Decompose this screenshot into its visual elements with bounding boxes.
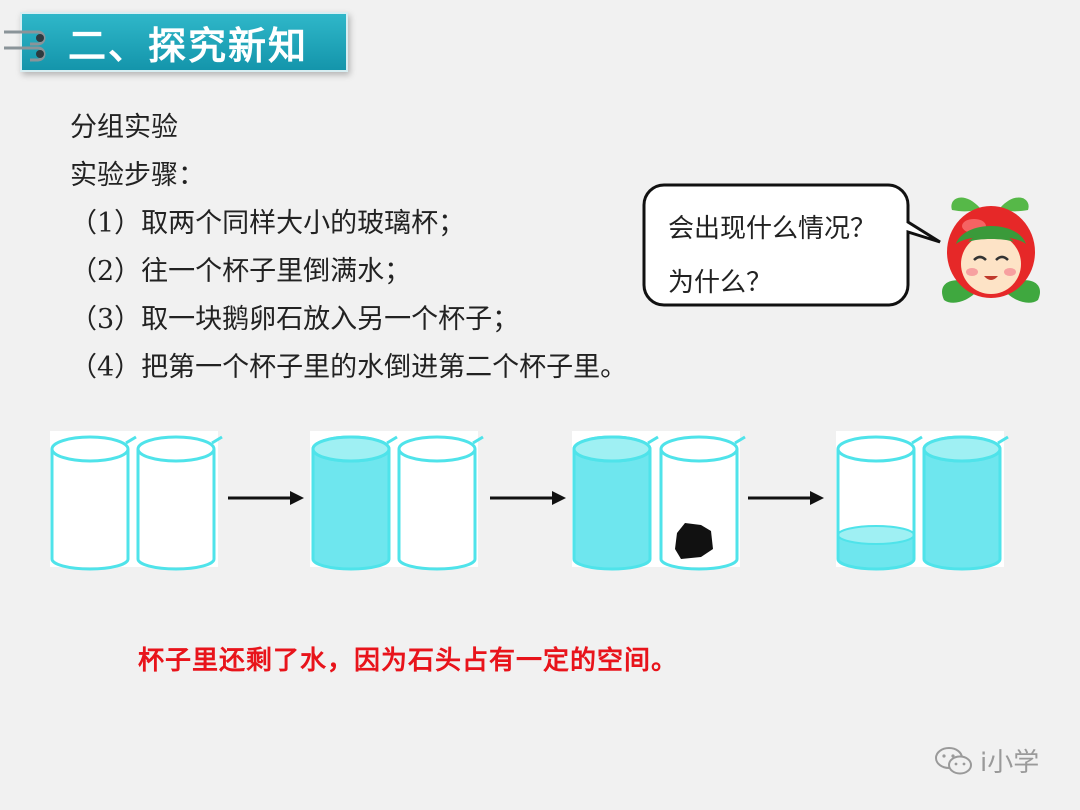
- bubble-line-2: 为什么？: [668, 268, 773, 298]
- stage-1: [50, 431, 224, 571]
- lesson-text: 分组实验 实验步骤： （1）取两个同样大小的玻璃杯； （2）往一个杯子里倒满水；…: [70, 104, 627, 392]
- steps-label: 实验步骤：: [70, 160, 205, 191]
- section-header: 二、探究新知: [20, 12, 348, 72]
- watermark: i小学: [934, 742, 1039, 779]
- arrow-icon: [228, 491, 304, 505]
- stage-2: [310, 431, 485, 571]
- watermark-text: i小学: [980, 748, 1040, 778]
- stage-4: [836, 431, 1010, 571]
- experiment-illustration: [50, 431, 1010, 571]
- step-2: （2）往一个杯子里倒满水；: [70, 256, 412, 287]
- step-3: （3）取一块鹅卵石放入另一个杯子；: [70, 304, 520, 335]
- cup-little-water: [836, 435, 924, 571]
- bubble-line-1: 会出现什么情况？: [668, 214, 877, 244]
- speech-bubble: 会出现什么情况？ 为什么？: [640, 182, 950, 312]
- stage-3: [572, 431, 747, 571]
- speech-bubble-shape: [642, 183, 941, 307]
- section-title: 二、探究新知: [68, 22, 309, 68]
- step-4: （4）把第一个杯子里的水倒进第二个杯子里。: [70, 352, 628, 383]
- arrow-icon: [490, 491, 566, 505]
- binder-rings-icon: [4, 30, 46, 62]
- arrow-icon: [748, 491, 824, 505]
- wechat-icon: [935, 746, 972, 774]
- step-1: （1）取两个同样大小的玻璃杯；: [70, 208, 466, 239]
- lesson-heading: 分组实验: [70, 112, 178, 143]
- cup-full: [922, 435, 1010, 571]
- apple-character-icon: [941, 197, 1041, 303]
- cup-with-stone: [659, 435, 747, 571]
- cup-full: [572, 435, 660, 571]
- cup-full: [311, 435, 399, 571]
- stone-icon: [675, 523, 713, 559]
- conclusion-text: 杯子里还剩了水，因为石头占有一定的空间。: [138, 646, 679, 676]
